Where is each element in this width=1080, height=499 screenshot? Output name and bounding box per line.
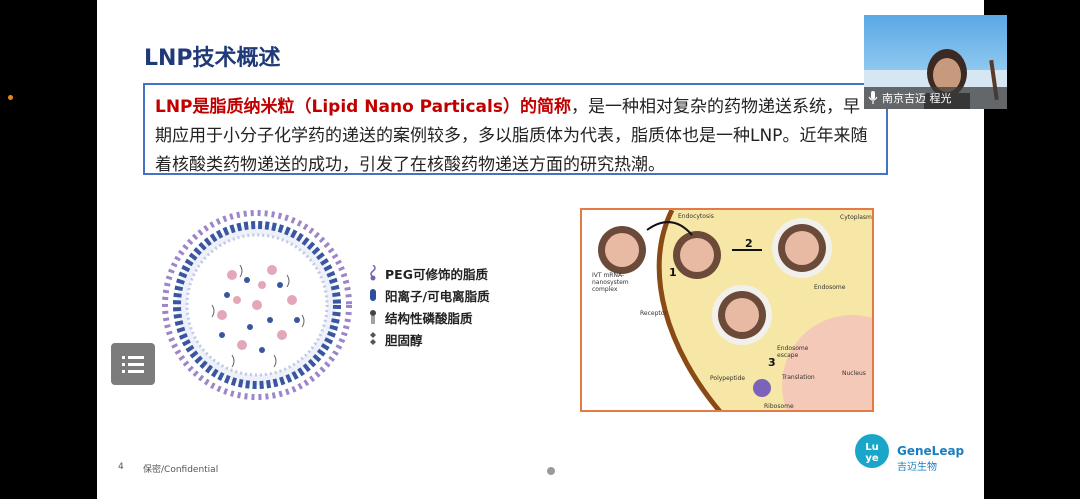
- svg-text:ye: ye: [865, 453, 879, 464]
- page-number: 4: [118, 462, 124, 472]
- label-translation: Translation: [782, 374, 815, 381]
- label-cytoplasm: Cytoplasm: [840, 214, 872, 221]
- legend-item-peg: PEG可修饰的脂质: [367, 262, 490, 284]
- legend-label-peg: PEG可修饰的脂质: [385, 266, 488, 282]
- indicator-dot: [8, 95, 13, 100]
- list-menu-icon: [122, 356, 144, 373]
- intro-highlight: LNP是脂质纳米粒（Lipid Nano Particals）的简称: [155, 97, 571, 117]
- step-1-label: 1: [669, 266, 677, 279]
- label-endocytosis: Endocytosis: [678, 213, 714, 220]
- slide-title: LNP技术概述: [144, 46, 281, 71]
- legend-item-cholesterol: 胆固醇: [367, 328, 490, 350]
- legend-label-cationic: 阳离子/可电离脂质: [385, 288, 490, 304]
- participant-name: 南京吉迈 程光: [882, 92, 952, 105]
- step-2-label: 2: [745, 237, 753, 250]
- peg-lipid-icon: [367, 265, 379, 281]
- cholesterol-icon: [367, 331, 379, 347]
- participant-video-tile[interactable]: 南京吉迈 程光: [864, 15, 1007, 109]
- delivery-pathway-figure: Endocytosis Cytoplasm IVT mRNA-nanosyste…: [580, 208, 874, 412]
- label-endosome: Endosome: [814, 284, 846, 291]
- microphone-icon: [868, 91, 878, 104]
- lipid-legend: PEG可修饰的脂质 阳离子/可电离脂质 结构性磷酸脂质 胆固醇: [367, 262, 490, 350]
- pathway-illustration: [598, 210, 872, 410]
- label-polypeptide: Polypeptide: [710, 375, 746, 382]
- legend-item-phospholipid: 结构性磷酸脂质: [367, 306, 490, 328]
- confidential-label: 保密/Confidential: [143, 465, 219, 475]
- logo-name: GeneLeap: [897, 444, 965, 458]
- label-ivt-complex: IVT mRNA-nanosystem complex: [592, 272, 629, 293]
- geneleap-logo: Lu ye: [855, 434, 889, 468]
- video-caption-bar: 南京吉迈 程光: [864, 87, 1007, 109]
- phospholipid-icon: [367, 309, 379, 325]
- step-3-label: 3: [768, 356, 776, 369]
- label-endosome-escape: Endosome escape: [777, 345, 809, 359]
- label-nucleus: Nucleus: [842, 370, 866, 377]
- legend-item-cationic: 阳离子/可电离脂质: [367, 284, 490, 306]
- logo-chinese-name: 吉迈生物: [897, 462, 937, 473]
- cationic-lipid-icon: [367, 287, 379, 303]
- intro-body: ，是一种相对复杂的药物递送系统，早期应用于小分子化学药的递送的案例较多，多以脂质…: [155, 97, 868, 175]
- presentation-slide: LNP技术概述 LNP是脂质纳米粒（Lipid Nano Particals）的…: [97, 0, 984, 499]
- legend-label-phospholipid: 结构性磷酸脂质: [385, 310, 473, 326]
- intro-text-box: LNP是脂质纳米粒（Lipid Nano Particals）的简称，是一种相对…: [143, 83, 888, 175]
- legend-label-cholesterol: 胆固醇: [385, 332, 423, 348]
- lnp-particle-diagram: [162, 210, 352, 400]
- menu-button[interactable]: [111, 343, 155, 385]
- label-receptor: Receptor: [640, 310, 667, 317]
- label-ribosome: Ribosome: [764, 403, 794, 410]
- slide-indicator-dot[interactable]: [547, 467, 555, 475]
- svg-text:Lu: Lu: [865, 442, 879, 453]
